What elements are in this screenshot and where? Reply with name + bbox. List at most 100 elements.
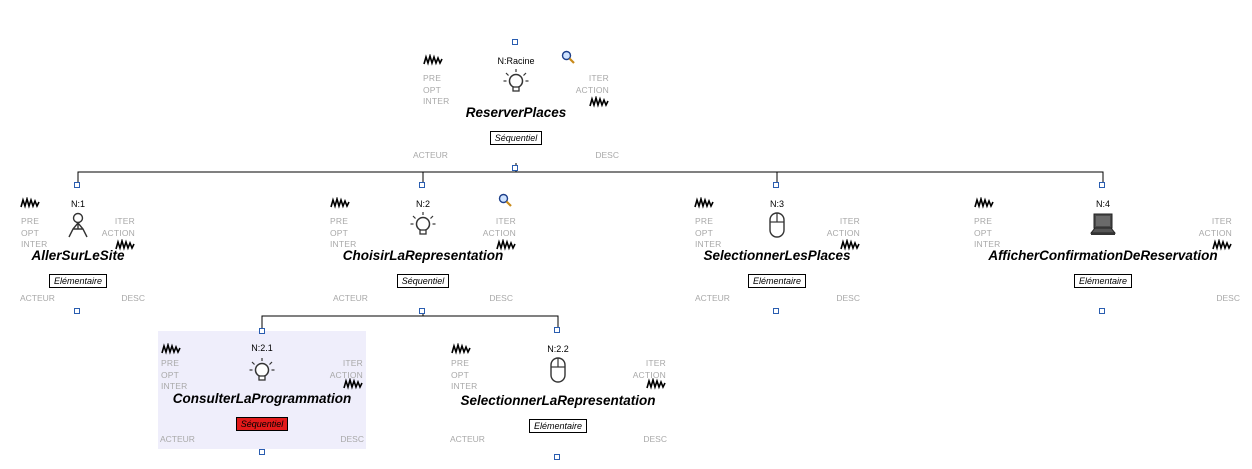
- anchor-top[interactable]: [259, 328, 265, 334]
- anchor-top[interactable]: [419, 182, 425, 188]
- anchor-top[interactable]: [773, 182, 779, 188]
- anchor-top[interactable]: [1099, 182, 1105, 188]
- node-name: AllerSurLeSite: [31, 248, 125, 263]
- acteur-label: ACTEUR: [20, 293, 55, 303]
- task-node-n2[interactable]: N:2 PRE OPT INTER ITER ACTION ChoisirLaR…: [318, 182, 528, 314]
- anchor-bottom[interactable]: [419, 308, 425, 314]
- acteur-label: ACTEUR: [450, 434, 485, 444]
- acteur-label: ACTEUR: [695, 293, 730, 303]
- node-name: SelectionnerLesPlaces: [703, 248, 851, 263]
- opt-label: OPT: [161, 369, 180, 380]
- node-left-labels: PRE OPT INTER: [21, 216, 48, 251]
- anchor-top[interactable]: [74, 182, 80, 188]
- lightbulb-icon: [410, 211, 436, 239]
- node-type-badge[interactable]: Séquentiel: [396, 274, 450, 288]
- desc-label: DESC: [595, 150, 619, 160]
- node-right-labels: ITER ACTION: [633, 358, 666, 381]
- node-type-badge[interactable]: Séquentiel: [489, 131, 543, 145]
- desc-label: DESC: [836, 293, 860, 303]
- desc-label: DESC: [340, 434, 364, 444]
- anchor-top[interactable]: [512, 39, 518, 45]
- task-node-n21[interactable]: N:2.1 PRE OPT INTER ITER ACTION Consulte…: [158, 328, 366, 455]
- anchor-bottom[interactable]: [259, 449, 265, 455]
- node-number: N:4: [1095, 199, 1110, 209]
- node-number: N:Racine: [497, 56, 535, 66]
- inter-label: INTER: [423, 96, 450, 106]
- task-node-n1[interactable]: N:1 PRE OPT INTER ITER ACTION AllerSurLe…: [0, 182, 183, 314]
- action-label: ACTION: [482, 227, 516, 238]
- node-name: ConsulterLaProgrammation: [172, 391, 352, 406]
- anchor-bottom[interactable]: [512, 165, 518, 171]
- node-type-badge[interactable]: Elémentaire: [1073, 274, 1133, 288]
- node-type-badge[interactable]: Elémentaire: [48, 274, 108, 288]
- computer-icon: [1090, 211, 1116, 239]
- pre-label: PRE: [695, 216, 714, 226]
- action-label: ACTION: [575, 84, 609, 95]
- task-node-n4[interactable]: N:4 PRE OPT INTER ITER ACTION AfficherCo…: [974, 182, 1240, 314]
- lightbulb-icon: [249, 357, 275, 385]
- opt-label: OPT: [21, 227, 40, 238]
- inter-label: INTER: [695, 239, 722, 249]
- iter-label: ITER: [839, 216, 860, 226]
- iter-label: ITER: [645, 358, 666, 368]
- iter-label: ITER: [588, 73, 609, 83]
- inter-label: INTER: [330, 239, 357, 249]
- node-name: ChoisirLaRepresentation: [342, 248, 504, 263]
- inter-label: INTER: [974, 239, 1001, 249]
- node-left-labels: PRE OPT INTER: [451, 358, 478, 393]
- node-right-labels: ITER ACTION: [102, 216, 135, 239]
- acteur-label: ACTEUR: [333, 293, 368, 303]
- action-label: ACTION: [1198, 227, 1232, 238]
- lightbulb-icon: [503, 68, 529, 96]
- pre-label: PRE: [423, 73, 442, 83]
- node-left-labels: PRE OPT INTER: [423, 73, 450, 108]
- mouse-icon: [545, 356, 571, 384]
- node-left-labels: PRE OPT INTER: [161, 358, 188, 393]
- node-number: N:3: [769, 199, 784, 209]
- mouse-icon: [764, 211, 790, 239]
- inter-label: INTER: [21, 239, 48, 249]
- edge-n2-n22: [423, 315, 559, 328]
- opt-label: OPT: [423, 84, 442, 95]
- node-number: N:1: [70, 199, 85, 209]
- desc-label: DESC: [1216, 293, 1240, 303]
- precondition-squiggle-icon: [974, 197, 994, 209]
- anchor-bottom[interactable]: [1099, 308, 1105, 314]
- task-node-racine[interactable]: N:Racine PRE OPT INTER ITER ACTION Reser…: [411, 39, 621, 171]
- anchor-bottom[interactable]: [554, 454, 560, 460]
- edge-racine-n2: [422, 171, 516, 185]
- action-label: ACTION: [329, 369, 363, 380]
- node-right-labels: ITER ACTION: [827, 216, 860, 239]
- edge-racine-n4: [516, 171, 1104, 185]
- pre-label: PRE: [161, 358, 180, 368]
- user-icon: [65, 211, 91, 239]
- desc-label: DESC: [489, 293, 513, 303]
- node-number: N:2: [415, 199, 430, 209]
- desc-label: DESC: [121, 293, 145, 303]
- inter-label: INTER: [451, 381, 478, 391]
- iter-label: ITER: [342, 358, 363, 368]
- iter-label: ITER: [1211, 216, 1232, 226]
- node-left-labels: PRE OPT INTER: [974, 216, 1001, 251]
- opt-label: OPT: [330, 227, 349, 238]
- action-label: ACTION: [101, 227, 135, 238]
- node-number: N:2.1: [251, 343, 273, 353]
- anchor-top[interactable]: [554, 327, 560, 333]
- node-number: N:2.2: [547, 344, 569, 354]
- anchor-bottom[interactable]: [74, 308, 80, 314]
- node-right-labels: ITER ACTION: [483, 216, 516, 239]
- opt-label: OPT: [974, 227, 993, 238]
- acteur-label: ACTEUR: [160, 434, 195, 444]
- node-name: SelectionnerLaRepresentation: [460, 393, 656, 408]
- node-type-badge[interactable]: Elémentaire: [747, 274, 807, 288]
- node-right-labels: ITER ACTION: [1199, 216, 1232, 239]
- iter-label: ITER: [114, 216, 135, 226]
- node-type-badge[interactable]: Séquentiel: [235, 417, 289, 431]
- node-type-badge[interactable]: Elémentaire: [528, 419, 588, 433]
- task-node-n3[interactable]: N:3 PRE OPT INTER ITER ACTION Selectionn…: [672, 182, 882, 314]
- pre-label: PRE: [21, 216, 40, 226]
- anchor-bottom[interactable]: [773, 308, 779, 314]
- task-node-n22[interactable]: N:2.2 PRE OPT INTER ITER ACTION Selectio…: [450, 327, 667, 460]
- node-left-labels: PRE OPT INTER: [330, 216, 357, 251]
